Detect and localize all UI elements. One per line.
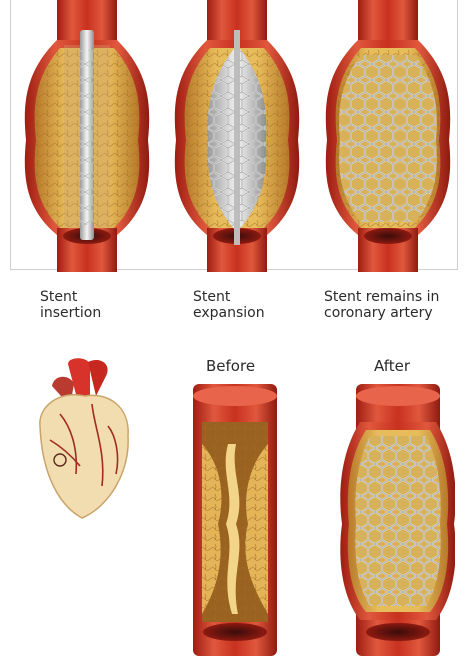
caption-line: Stent (193, 289, 265, 305)
caption-line: coronary artery (324, 305, 439, 321)
artery-insertion-figure (22, 0, 152, 272)
artery-expansion-figure (172, 0, 302, 272)
artery-segment-icon (193, 384, 277, 656)
caption-line: expansion (193, 305, 265, 321)
caption-stent-insertion: Stent insertion (40, 289, 101, 321)
artery-after-figure (340, 384, 455, 656)
stent-mesh-icon (339, 55, 437, 222)
artery-before-figure (190, 384, 280, 656)
caption-line: Stent remains in (324, 289, 439, 305)
artery-stent-remains-figure (323, 0, 453, 272)
caption-line: insertion (40, 305, 101, 321)
after-label: After (374, 357, 410, 375)
caption-stent-expansion: Stent expansion (193, 289, 265, 321)
heart-icon (30, 356, 140, 526)
caption-line: Stent (40, 289, 101, 305)
balloon-catheter-icon (80, 30, 94, 240)
before-label: Before (206, 357, 255, 375)
caption-stent-remains: Stent remains in coronary artery (324, 289, 439, 321)
stent-mesh-icon (355, 436, 440, 606)
